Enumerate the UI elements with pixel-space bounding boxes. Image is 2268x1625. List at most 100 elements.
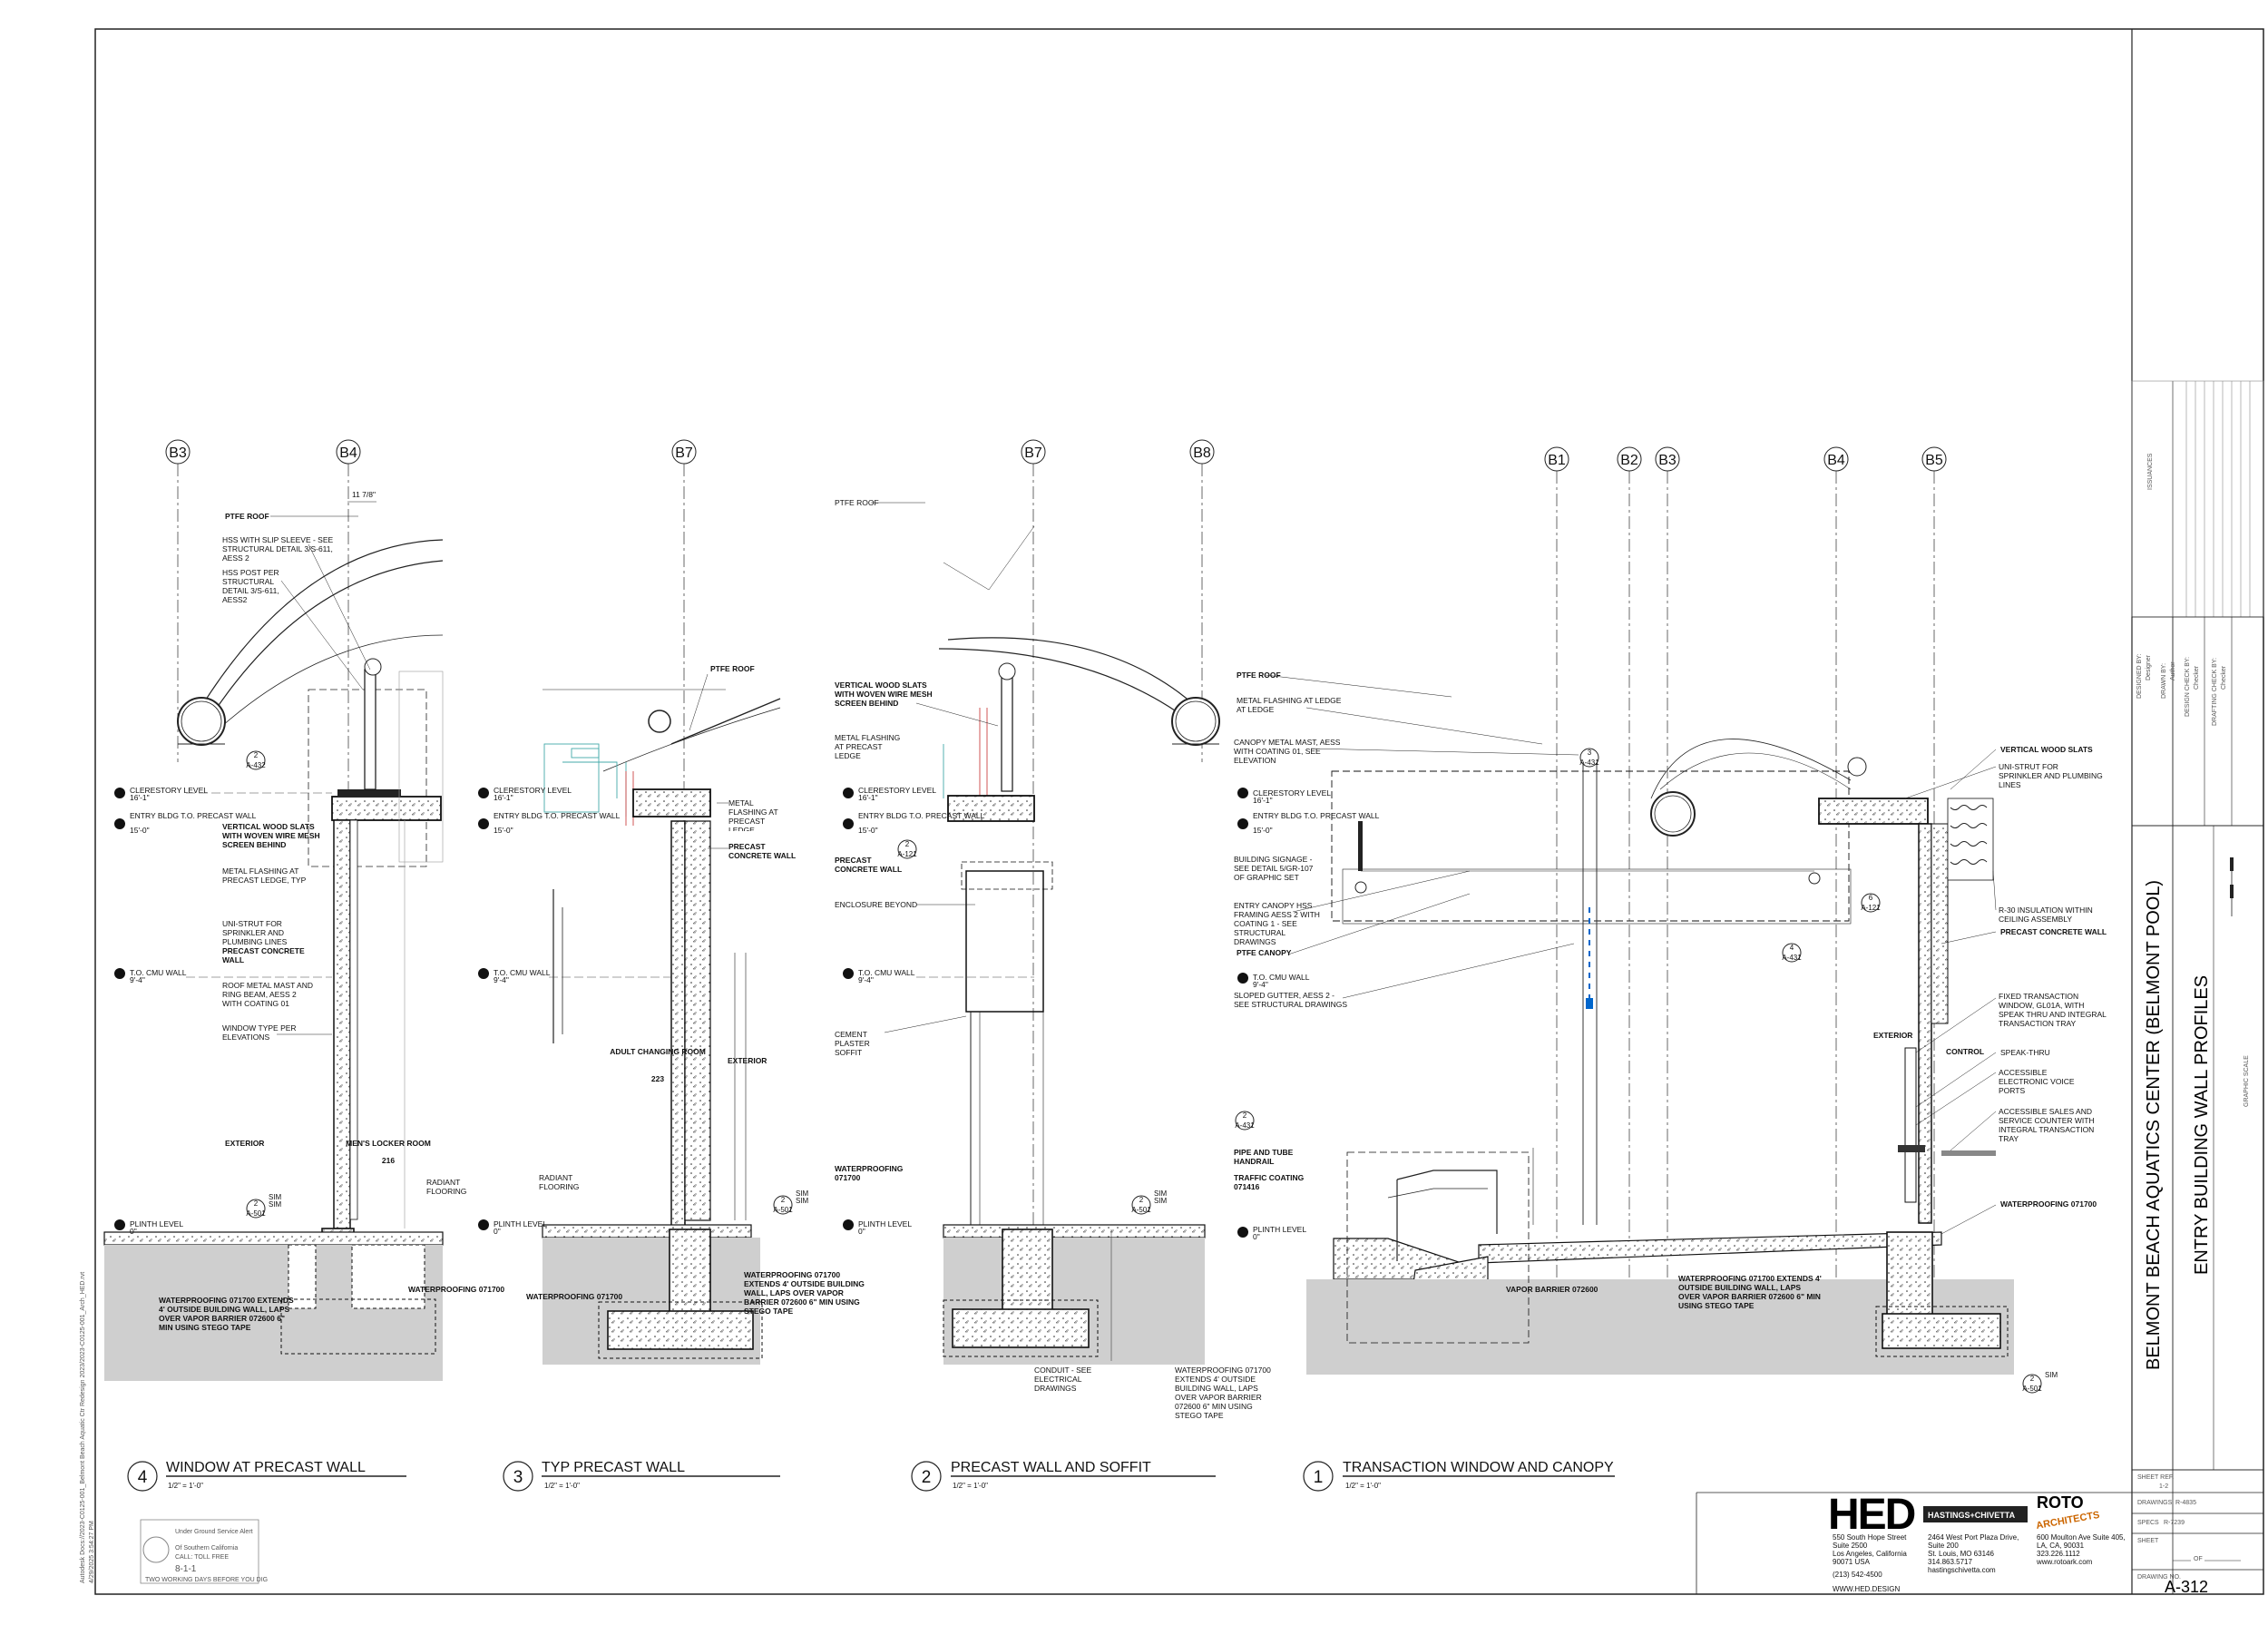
detail-4: 11 7/8" PTFE ROOF HSS WITH SLIP SLEEVE -… bbox=[103, 490, 504, 1381]
grid-b7-d2: B7 bbox=[1021, 439, 1046, 1325]
svg-text:DRAWING NO.: DRAWING NO. bbox=[2137, 1574, 2181, 1581]
sheet-title: ENTRY BUILDING WALL PROFILES bbox=[2192, 975, 2212, 1275]
svg-text:ISSUANCES: ISSUANCES bbox=[2147, 453, 2154, 490]
svg-text:SHEET: SHEET bbox=[2137, 1538, 2159, 1544]
svg-text:0": 0" bbox=[494, 1227, 501, 1236]
svg-text:PLINTH LEVEL: PLINTH LEVEL bbox=[858, 1219, 912, 1229]
svg-text:B2: B2 bbox=[1620, 453, 1638, 468]
svg-text:WATERPROOFING 071700: WATERPROOFING 071700 bbox=[526, 1292, 622, 1301]
svg-text:DRAFTING CHECK BY:: DRAFTING CHECK BY: bbox=[2212, 658, 2218, 726]
svg-text:90071 USA: 90071 USA bbox=[1833, 1558, 1871, 1566]
hed-logo: HED bbox=[1828, 1491, 1915, 1539]
svg-text:Suite 200: Suite 200 bbox=[1928, 1542, 1959, 1550]
svg-text:WATERPROOFING 071700: WATERPROOFING 071700 bbox=[408, 1285, 504, 1294]
issuance-grid bbox=[2131, 380, 2264, 618]
svg-text:Of Southern California: Of Southern California bbox=[175, 1545, 238, 1552]
svg-text:ENTRY BLDG T.O. PRECAST WALL: ENTRY BLDG T.O. PRECAST WALL bbox=[130, 811, 257, 820]
svg-text:SIM: SIM bbox=[1154, 1189, 1168, 1198]
svg-text:A-121: A-121 bbox=[1861, 904, 1881, 912]
svg-text:hastingschivetta.com: hastingschivetta.com bbox=[1928, 1566, 1996, 1574]
d1-handrail-note: PIPE AND TUBE HANDRAIL bbox=[1234, 1148, 1294, 1166]
svg-text:9'-4": 9'-4" bbox=[1253, 980, 1268, 989]
title-detail-3: 3 TYP PRECAST WALL 1/2" = 1'-0" bbox=[503, 1460, 780, 1492]
svg-text:9'-4": 9'-4" bbox=[130, 975, 145, 984]
d1-gutter-note: SLOPED GUTTER, AESS 2 - SEE STRUCTURAL D… bbox=[1234, 991, 1347, 1009]
svg-text:T.O. CMU WALL: T.O. CMU WALL bbox=[1253, 973, 1310, 982]
firm-logos: HED 550 South Hope Street Suite 2500 Los… bbox=[1828, 1491, 2126, 1593]
file-date: 4/29/2025 3:54:27 PM bbox=[89, 1521, 95, 1583]
grid-b4-d4: B4 bbox=[336, 439, 361, 1325]
svg-text:6: 6 bbox=[1869, 894, 1873, 902]
d2-waterproof-note: WATERPROOFING 071700 bbox=[835, 1164, 904, 1182]
svg-text:SPECS: SPECS bbox=[2137, 1520, 2159, 1526]
svg-text:16'-1": 16'-1" bbox=[1253, 796, 1273, 805]
d2-conduit-note: CONDUIT - SEE ELECTRICAL DRAWINGS bbox=[1034, 1366, 1092, 1393]
svg-text:EXTERIOR: EXTERIOR bbox=[1873, 1031, 1912, 1040]
svg-text:DRAWINGS: DRAWINGS bbox=[2137, 1500, 2173, 1506]
svg-text:Designer: Designer bbox=[2146, 654, 2152, 680]
svg-text:VAPOR BARRIER 072600: VAPOR BARRIER 072600 bbox=[1506, 1285, 1598, 1294]
svg-text:2: 2 bbox=[781, 1196, 786, 1204]
d1-unistrut-note: UNI-STRUT FOR SPRINKLER AND PLUMBING LIN… bbox=[1999, 762, 2103, 789]
hc-logo: HASTINGS+CHIVETTA bbox=[1928, 1511, 2016, 1520]
svg-text:PTFE ROOF: PTFE ROOF bbox=[710, 664, 755, 673]
svg-text:1/2" = 1'-0": 1/2" = 1'-0" bbox=[544, 1482, 580, 1490]
svg-text:1/2" = 1'-0": 1/2" = 1'-0" bbox=[953, 1482, 988, 1490]
svg-text:B7: B7 bbox=[1024, 445, 1042, 461]
svg-text:B3: B3 bbox=[1658, 453, 1677, 468]
d3-precast-note: PRECAST CONCRETE WALL bbox=[728, 842, 797, 860]
svg-text:2: 2 bbox=[1139, 1196, 1144, 1204]
svg-text:0": 0" bbox=[1253, 1232, 1260, 1241]
svg-text:15'-0": 15'-0" bbox=[494, 826, 513, 835]
svg-text:DESIGN CHECK BY:: DESIGN CHECK BY: bbox=[2185, 657, 2191, 717]
svg-text:SPEAK-THRU: SPEAK-THRU bbox=[2000, 1048, 2050, 1057]
svg-text:www.rotoark.com: www.rotoark.com bbox=[2036, 1558, 2093, 1566]
grid-b3-d1: B3 bbox=[1655, 446, 1680, 1334]
svg-text:B4: B4 bbox=[339, 445, 357, 461]
d4-hss-slip-note: HSS WITH SLIP SLEEVE - SEE STRUCTURAL DE… bbox=[222, 535, 334, 563]
svg-text:Los Angeles, California: Los Angeles, California bbox=[1833, 1550, 1907, 1558]
d4-vert-slats-note: VERTICAL WOOD SLATS WITH WOVEN WIRE MESH… bbox=[222, 822, 320, 849]
d2-vert-slats-note: VERTICAL WOOD SLATS WITH WOVEN WIRE MESH… bbox=[835, 680, 933, 708]
svg-text:CLERESTORY LEVEL: CLERESTORY LEVEL bbox=[1253, 788, 1331, 798]
svg-text:CLERESTORY LEVEL: CLERESTORY LEVEL bbox=[130, 786, 208, 795]
svg-text:15'-0": 15'-0" bbox=[130, 826, 150, 835]
usa-dig-alert: Under Ground Service Alert Of Southern C… bbox=[140, 1519, 268, 1584]
d1-canopy-mast-note: CANOPY METAL MAST, AESS WITH COATING 01,… bbox=[1234, 738, 1341, 765]
svg-text:WWW.HED.DESIGN: WWW.HED.DESIGN bbox=[1833, 1585, 1900, 1593]
grid-bubbles: B3 B4 B7 B7 B8 B1 B2 B3 B4 B5 bbox=[165, 439, 1947, 1334]
svg-text:16'-1": 16'-1" bbox=[130, 793, 150, 802]
d1-traffic-note: TRAFFIC COATING 071416 bbox=[1234, 1173, 1305, 1191]
svg-text:A-501: A-501 bbox=[2022, 1385, 2042, 1393]
svg-text:EXTERIOR: EXTERIOR bbox=[728, 1056, 767, 1065]
svg-text:Checker: Checker bbox=[2194, 665, 2200, 690]
d1-counter-note: ACCESSIBLE SALES AND SERVICE COUNTER WIT… bbox=[1999, 1107, 2095, 1143]
svg-text:PRECAST WALL AND SOFFIT: PRECAST WALL AND SOFFIT bbox=[951, 1460, 1151, 1475]
svg-text:WINDOW AT PRECAST WALL: WINDOW AT PRECAST WALL bbox=[166, 1460, 366, 1475]
svg-text:216: 216 bbox=[382, 1156, 395, 1165]
svg-text:ARCHITECTS: ARCHITECTS bbox=[2035, 1510, 2100, 1532]
svg-text:DESIGNED BY:: DESIGNED BY: bbox=[2136, 654, 2143, 699]
svg-text:ENCLOSURE BEYOND: ENCLOSURE BEYOND bbox=[835, 900, 917, 909]
svg-text:8-1-1: 8-1-1 bbox=[175, 1564, 197, 1574]
d2-precast-note: PRECAST CONCRETE WALL bbox=[835, 856, 903, 874]
svg-text:314.863.5717: 314.863.5717 bbox=[1928, 1558, 1972, 1566]
d2-metal-flash-note: METAL FLASHING AT PRECAST LEDGE bbox=[835, 733, 901, 760]
svg-text:15'-0": 15'-0" bbox=[858, 826, 878, 835]
grid-b3-d4: B3 bbox=[165, 439, 191, 762]
svg-text:AT LEDGE: AT LEDGE bbox=[1237, 705, 1275, 714]
title-detail-2: 2 PRECAST WALL AND SOFFIT 1/2" = 1'-0" bbox=[911, 1460, 1216, 1492]
svg-text:B1: B1 bbox=[1548, 453, 1566, 468]
svg-text:St. Louis, MO 63146: St. Louis, MO 63146 bbox=[1928, 1550, 1994, 1558]
svg-text:A-432: A-432 bbox=[246, 761, 266, 769]
svg-text:600 Moulton Ave Suite 405,: 600 Moulton Ave Suite 405, bbox=[2037, 1533, 2126, 1542]
d1-fixed-window-note: FIXED TRANSACTION WINDOW, GL01A, WITH SP… bbox=[1999, 992, 2107, 1028]
svg-text:R-7239: R-7239 bbox=[2164, 1520, 2185, 1526]
svg-text:PLINTH LEVEL: PLINTH LEVEL bbox=[130, 1219, 183, 1229]
file-path: Autodesk Docs://2023-C0125-001_Belmont B… bbox=[80, 1272, 86, 1583]
svg-text:T.O. CMU WALL: T.O. CMU WALL bbox=[858, 968, 915, 977]
